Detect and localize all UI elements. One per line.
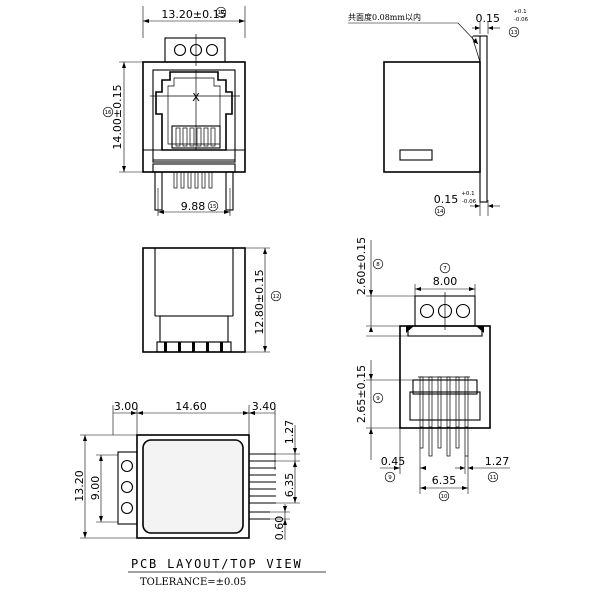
svg-text:9: 9 — [388, 475, 392, 481]
dim-side-bottom: 0.15 — [434, 193, 459, 206]
front-view: 13.20±0.15 17 X — [102, 6, 246, 216]
svg-text:7: 7 — [443, 266, 447, 272]
back-view: 12.80±0.15 12 — [142, 247, 282, 353]
balloon-bottom-right-offset: 11 — [487, 471, 499, 483]
dim-side-top: 0.15 — [476, 12, 501, 25]
svg-text:-0.06: -0.06 — [514, 17, 529, 23]
balloon-front-height: 16 — [102, 106, 114, 118]
dim-pcb-offset: 0.60 — [273, 516, 286, 541]
dim-pcb-left: 3.00 — [114, 400, 139, 413]
balloon-back-height: 12 — [270, 290, 282, 302]
svg-text:+0.1: +0.1 — [461, 191, 474, 197]
dim-bottom-right-offset: 1.27 — [485, 455, 510, 468]
svg-text:10: 10 — [441, 494, 448, 500]
dim-pcb-pitch: 1.27 — [283, 420, 296, 445]
svg-text:9: 9 — [376, 396, 380, 402]
dim-bottom-height: 2.65±0.15 — [355, 365, 368, 423]
balloon-bottom-height: 9 — [372, 392, 384, 404]
dim-pin-span: 9.88 — [181, 200, 206, 213]
dim-pcb-pin-span: 6.35 — [283, 473, 296, 498]
view-title: PCB LAYOUT/TOP VIEW — [131, 557, 302, 571]
balloon-bottom-pin-span: 10 — [438, 490, 450, 502]
dim-front-height: 14.00±0.15 — [111, 84, 124, 149]
svg-text:12: 12 — [273, 294, 280, 300]
svg-text:16: 16 — [105, 110, 112, 116]
coplanarity-note: 共面度0.08mm以内 — [348, 12, 421, 22]
dim-pcb-inner-height: 9.00 — [89, 476, 102, 501]
dim-bottom-left-offset: 0.45 — [381, 455, 406, 468]
pcb-layout-view: 3.00 14.60 3.40 13.20 9.00 — [73, 400, 300, 540]
balloon-pin-span: 15 — [207, 200, 219, 212]
balloon-side-top: 13 — [508, 26, 520, 38]
svg-text:8: 8 — [376, 262, 380, 268]
svg-text:15: 15 — [210, 204, 217, 210]
center-mark: X — [192, 91, 200, 104]
svg-text:14: 14 — [437, 209, 444, 215]
dim-pcb-mid: 14.60 — [175, 400, 207, 413]
svg-text:-0.06: -0.06 — [462, 199, 477, 205]
balloon-bottom-width: 7 — [439, 262, 451, 274]
dim-bottom-pin-span: 6.35 — [432, 474, 457, 487]
dim-pcb-right: 3.40 — [252, 400, 277, 413]
dim-back-height: 12.80±0.15 — [253, 269, 266, 334]
svg-text:+0.1: +0.1 — [513, 9, 526, 15]
balloon-side-bottom: 14 — [434, 205, 446, 217]
balloon-front-width: 17 — [215, 6, 227, 18]
bottom-view: 8.00 7 2.60±0.15 8 — [355, 237, 510, 502]
dim-bottom-width: 8.00 — [433, 275, 458, 288]
svg-text:11: 11 — [490, 475, 497, 481]
side-view: 共面度0.08mm以内 0.15 +0.1 -0.06 13 0.15 +0. — [348, 9, 529, 217]
tolerance-note: TOLERANCE=±0.05 — [140, 577, 246, 588]
dim-front-width: 13.20±0.15 — [161, 8, 226, 21]
dim-bottom-top-height: 2.60±0.15 — [355, 237, 368, 295]
bottom-view-contacts — [418, 376, 470, 428]
svg-text:13: 13 — [511, 30, 518, 36]
balloon-bottom-left-offset: 9 — [384, 471, 396, 483]
dim-pcb-outer-height: 13.20 — [73, 470, 86, 502]
svg-text:17: 17 — [218, 10, 225, 16]
balloon-bottom-top-height: 8 — [372, 258, 384, 270]
